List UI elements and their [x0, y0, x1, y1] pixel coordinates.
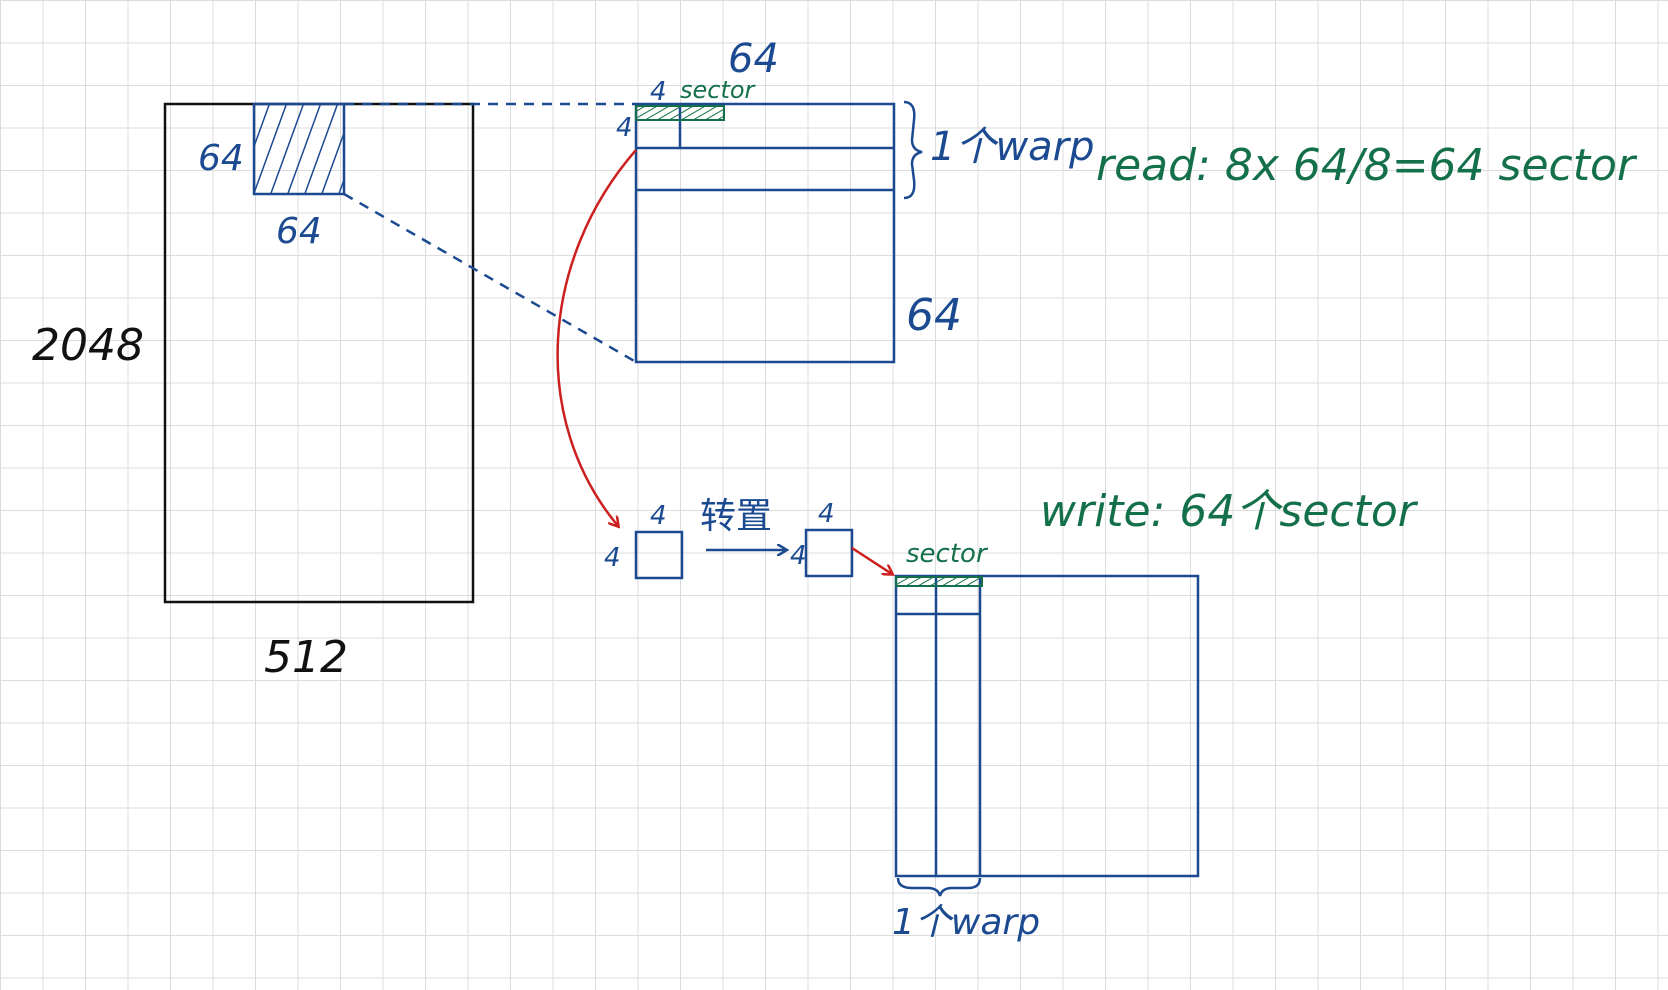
small-before-h-label: 4: [604, 543, 621, 573]
read-warp-label: 1个warp: [930, 124, 1095, 170]
sub-width-label: 4: [650, 77, 667, 107]
sub-height-label: 4: [616, 113, 633, 143]
small-after-w-label: 4: [818, 499, 835, 529]
small-after-h-label: 4: [790, 541, 807, 571]
read-block-height-label: 64: [906, 290, 962, 341]
write-sector-label: sector: [906, 539, 989, 569]
read-note: read: 8x 64/8=64 sector: [1096, 140, 1638, 191]
write-warp-label: 1个warp: [892, 902, 1040, 943]
warp-brace: [903, 100, 923, 200]
write-sector: [895, 576, 983, 587]
small-tile-before: [634, 530, 684, 580]
matrix-rows-label: 2048: [32, 320, 144, 371]
matrix-cols-label: 512: [264, 632, 348, 683]
source-tile: [252, 102, 346, 196]
red-arrow-to-small-tile: [556, 149, 637, 526]
read-block-width-label: 64: [728, 36, 779, 82]
write-block: [894, 574, 1200, 878]
red-arrow-to-write-block: [851, 546, 892, 574]
read-sector: [635, 105, 725, 121]
small-before-w-label: 4: [650, 501, 667, 531]
transpose-label: 转置: [700, 496, 772, 537]
small-tile-after: [804, 528, 854, 578]
read-block: [634, 102, 896, 364]
tile-height-label: 64: [198, 138, 244, 179]
write-note: write: 64个sector: [1040, 486, 1419, 537]
projection-line-bottom: [343, 192, 637, 364]
tile-width-label: 64: [276, 211, 322, 252]
write-warp-brace: [896, 877, 982, 897]
read-sector-label: sector: [680, 76, 757, 104]
